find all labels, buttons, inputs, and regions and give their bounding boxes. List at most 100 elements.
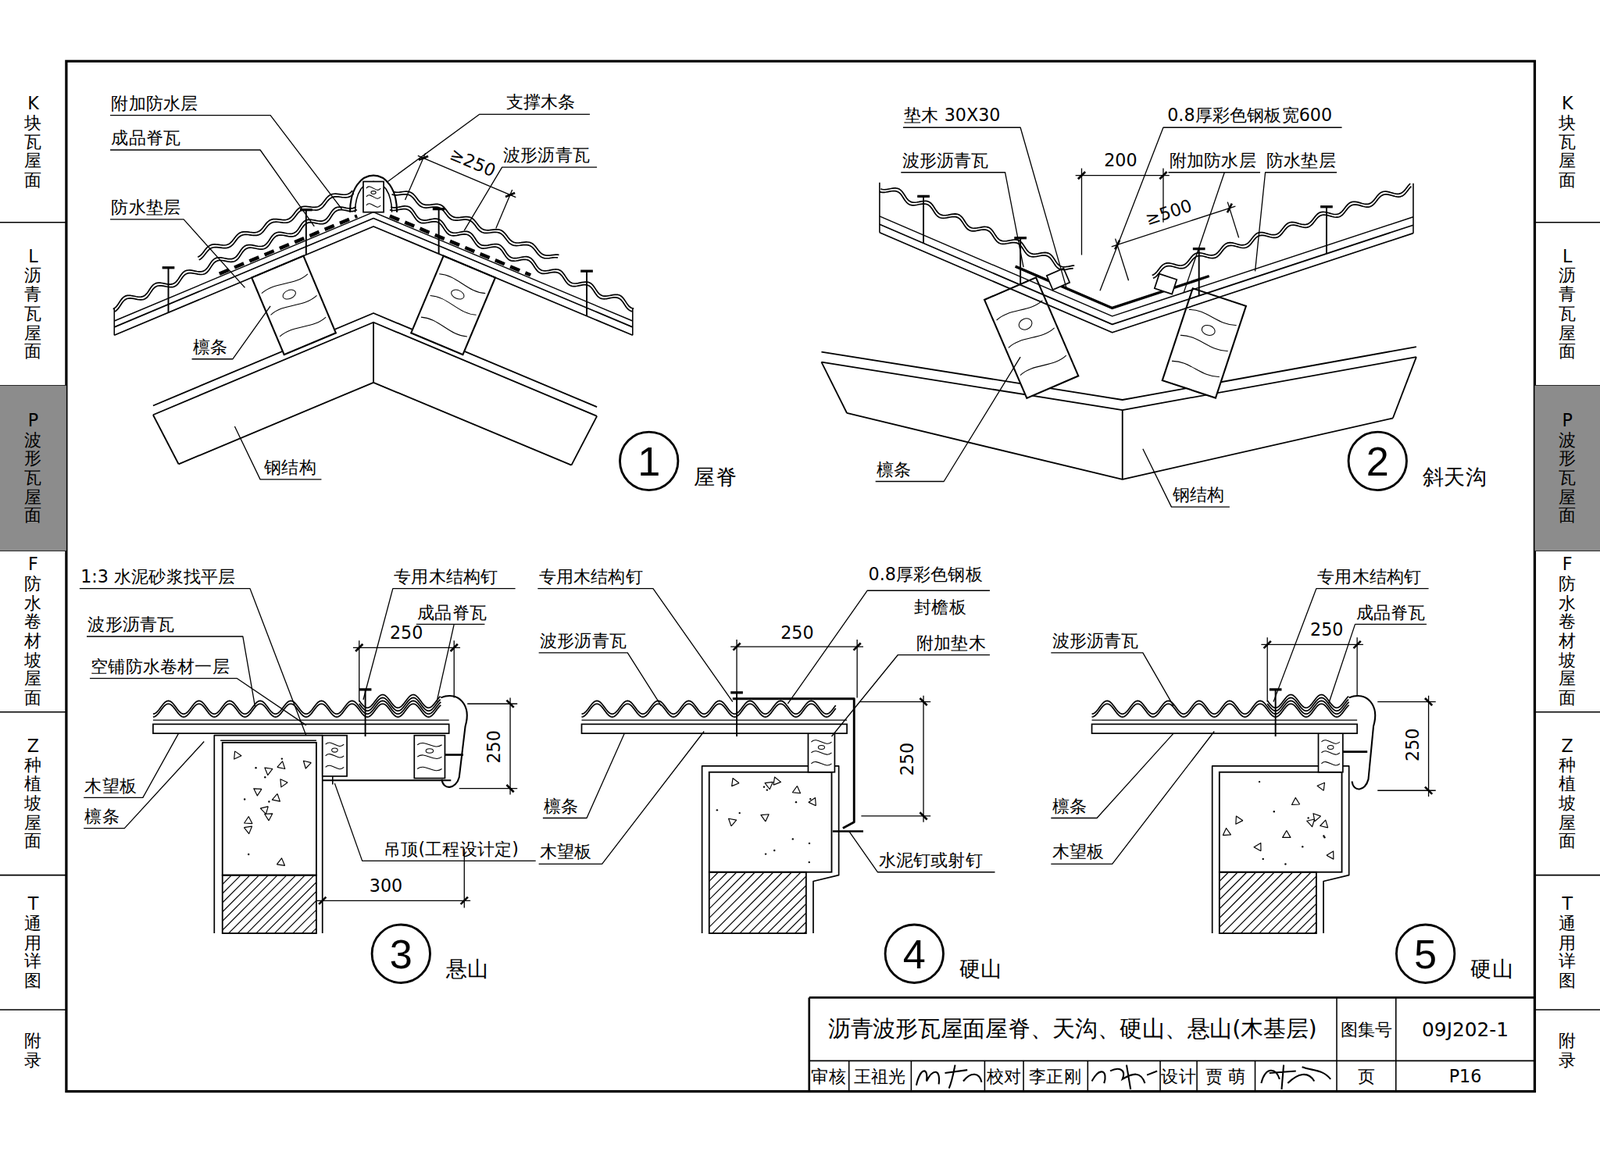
annotation-label: 波形沥青瓦 (1050, 630, 1140, 652)
leader-line (234, 426, 322, 480)
title-block-cell: 09J202-1 (1421, 1017, 1511, 1042)
annotation-label: 成品脊瓦 (110, 127, 182, 149)
dimension-line (1075, 175, 1170, 176)
brick-hatch-line (709, 872, 737, 934)
brick-hatch-line (767, 872, 807, 934)
title-block-line (910, 1060, 913, 1092)
leader-line (192, 306, 272, 360)
concrete-dot (764, 853, 767, 855)
concrete-hatch (1326, 851, 1334, 860)
leader-line (436, 624, 454, 702)
section-name: 通用详图 (24, 914, 42, 991)
ridge-cap (1267, 695, 1349, 709)
title-block-cell: 王祖光 (852, 1066, 907, 1088)
section-tab: K块瓦屋面 (1534, 60, 1600, 222)
concrete-hatch (1291, 797, 1300, 805)
extension-line (1356, 637, 1358, 697)
leader-line (334, 783, 536, 861)
concrete-dot (243, 798, 246, 800)
brick-hatch-line (283, 875, 317, 934)
leader-line (1050, 733, 1174, 818)
wood-grain (260, 272, 309, 296)
concrete-hatch (243, 826, 252, 834)
ridge-cap (1267, 697, 1349, 711)
screw (922, 196, 925, 243)
concrete-hatch (760, 814, 769, 822)
sheet-frame (66, 60, 1536, 1092)
leader-line (875, 357, 1021, 482)
concrete-dot (1301, 846, 1304, 848)
extension-line (453, 640, 455, 698)
title-block-line (1395, 997, 1397, 1092)
purlin-outline (322, 735, 347, 777)
concrete-hatch (732, 778, 740, 787)
title-block-line (807, 997, 811, 1092)
steel-structure (372, 322, 375, 383)
brick-hatch-line (794, 872, 806, 934)
brick-hatch-line (222, 875, 269, 934)
section-name: 附录 (24, 1032, 42, 1071)
screw (305, 210, 308, 255)
section-letter: T (1558, 895, 1576, 915)
cut-end (1412, 183, 1415, 234)
leader-line (787, 590, 990, 704)
brick-hatch-line (228, 875, 287, 934)
wood-grain (417, 767, 442, 772)
brick-hatch-line (1219, 872, 1266, 934)
sidebar-separator (0, 875, 67, 877)
section-tab: Z种植坡屋面 (0, 712, 67, 876)
annotation-label: 檩条 (192, 336, 229, 358)
dimension-line (922, 696, 924, 823)
screw-head (1014, 236, 1027, 240)
purlin (410, 256, 496, 356)
concrete-block (1219, 772, 1343, 873)
wood-grain (438, 272, 486, 296)
sidebar-separator (1534, 875, 1600, 877)
annotation-label: 专用木结构钉 (392, 566, 500, 588)
detail-title: 硬山 (1470, 957, 1514, 984)
purlin-outline (410, 256, 496, 356)
section-tab: F防水卷材坡屋面 (0, 550, 67, 712)
steel-structure (178, 382, 572, 466)
leader-line (900, 172, 1024, 268)
leader-line (1183, 172, 1225, 293)
annotation-label: 波形沥青瓦 (539, 630, 629, 652)
concrete-hatch (244, 816, 253, 824)
brick-hatch-line (1219, 872, 1275, 934)
detail-title: 屋脊 (693, 464, 737, 491)
detail-callout: 1屋脊 (618, 430, 680, 492)
steel-structure (153, 313, 597, 408)
support-strip-outline (363, 181, 384, 212)
plaster-layer (214, 735, 322, 934)
leader-line (86, 636, 256, 708)
annotation-label: 专用木结构钉 (537, 566, 644, 588)
screw-head (162, 266, 175, 269)
brick-hatch-line (1277, 872, 1317, 934)
concrete-dot (281, 757, 283, 760)
dimension-line (316, 900, 471, 902)
extension-line (459, 788, 518, 790)
section-tab: L沥青瓦屋面 (1534, 222, 1600, 386)
wood-grain (996, 299, 1044, 322)
section-letter: Z (24, 736, 42, 756)
leader-line (539, 731, 705, 865)
ridge-cap (359, 697, 441, 711)
section-tab: F防水卷材坡屋面 (1534, 550, 1600, 712)
brick-hatch-line (1231, 872, 1293, 934)
annotation-label: 防水垫层 (1265, 150, 1337, 172)
annotation-label: 成品脊瓦 (1355, 602, 1427, 624)
section-letter: K (24, 94, 42, 114)
concrete-hatch (764, 782, 773, 790)
title-block-line (1335, 997, 1338, 1092)
dimension-text: ≥250 (445, 142, 500, 182)
brick-hatch-line (1296, 872, 1317, 934)
leader-line (1050, 653, 1174, 707)
section-name: 防水卷材坡屋面 (24, 574, 42, 708)
section-tab: K块瓦屋面 (0, 60, 67, 222)
brick-hatch-line (1305, 872, 1317, 934)
annotation-label: 吊顶(工程设计定) (382, 839, 520, 861)
section-name: 沥青瓦屋面 (1558, 265, 1576, 361)
wood-grain (1321, 751, 1340, 756)
wood-grain (417, 743, 442, 748)
